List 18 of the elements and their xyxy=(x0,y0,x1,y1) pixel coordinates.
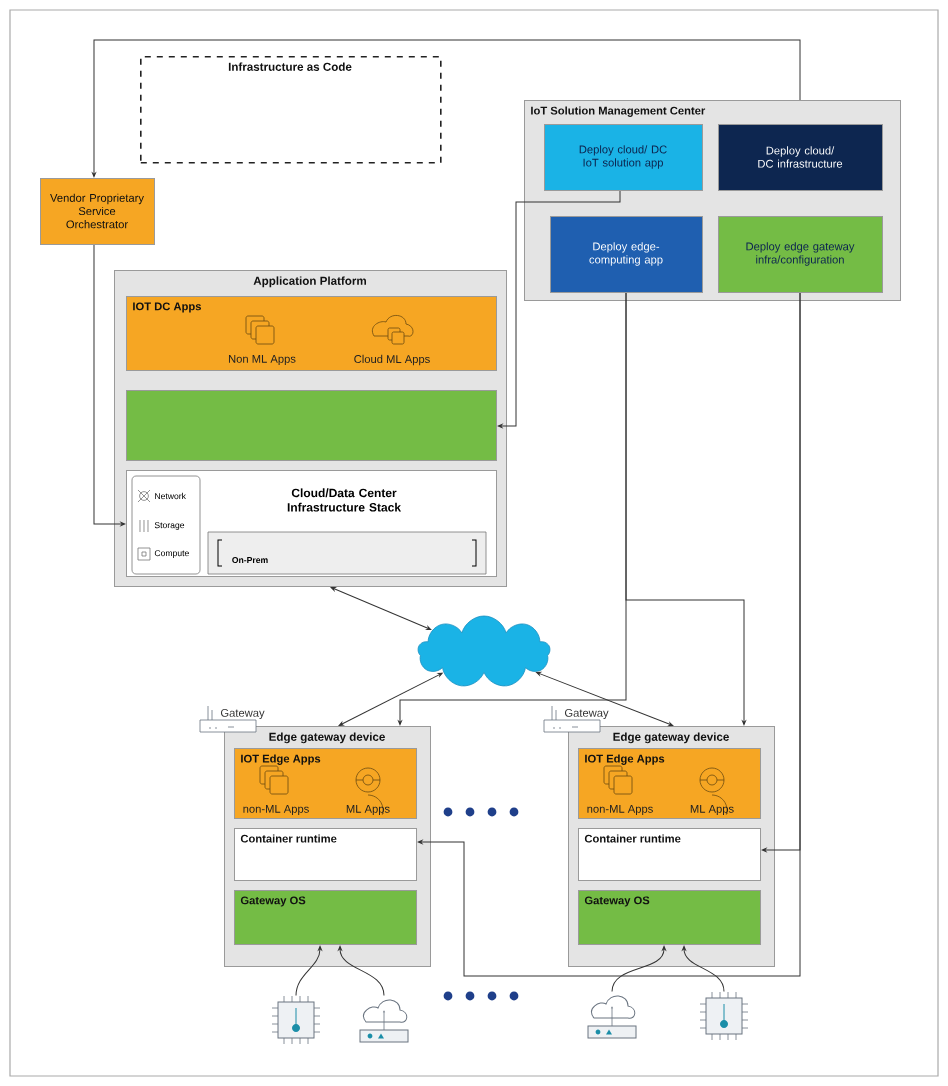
arrow xyxy=(497,190,621,428)
arrow xyxy=(761,292,801,852)
processor-chip-drawing xyxy=(699,991,749,1041)
arrow xyxy=(611,945,666,993)
orchestration-layer xyxy=(126,390,497,461)
arrow xyxy=(682,945,725,993)
arrow xyxy=(338,945,385,997)
cloud-device-drawing xyxy=(587,995,637,1039)
cloud-shape xyxy=(417,615,551,687)
arrow xyxy=(93,244,126,526)
arrow xyxy=(338,672,443,726)
sensor-chip-drawing xyxy=(271,995,321,1045)
arrow xyxy=(536,671,674,727)
arrow xyxy=(330,587,432,631)
cloud-device-drawing xyxy=(359,999,409,1043)
arrow xyxy=(625,292,746,726)
arrow xyxy=(295,945,322,997)
arrow xyxy=(92,39,801,178)
